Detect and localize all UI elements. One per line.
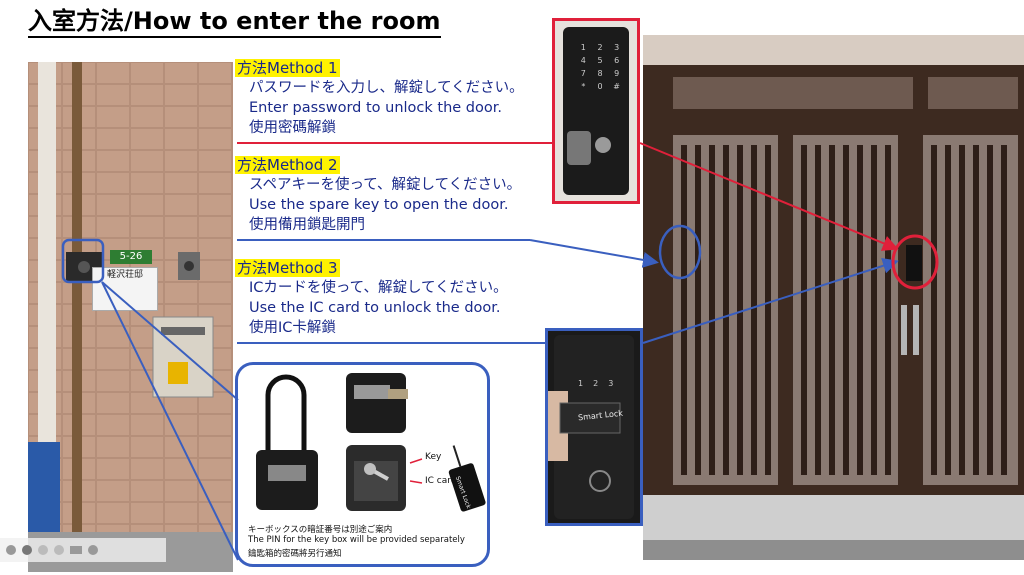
method-3-en: Use the IC card to unlock the door. xyxy=(249,300,501,316)
keybox-note-zh: 鑰匙箱的密碼將另行通知 xyxy=(248,549,342,559)
ic-card-inset: 123 Smart Lock xyxy=(545,328,643,526)
method-2-en: Use the spare key to open the door. xyxy=(249,197,509,213)
door-photo xyxy=(643,35,1024,560)
pen-icon[interactable] xyxy=(38,545,48,555)
spare-key-connector xyxy=(529,239,659,268)
keypad-digit: # xyxy=(613,82,620,91)
keybox-note-en: The PIN for the key box will be provided… xyxy=(248,535,465,545)
keypad-inset: 1 2 3 4 5 6 7 8 9 * 0 # xyxy=(552,18,640,204)
ic-card-label: IC card xyxy=(425,476,457,486)
zoom-icon[interactable] xyxy=(54,545,64,555)
keypad-digit: 7 xyxy=(580,69,586,78)
keybox-callout: Key IC card Smart Lock キーボックスの暗証番号は別途ご案内… xyxy=(235,362,490,567)
ic-digit: 3 xyxy=(608,379,624,388)
keypad-digits: 1 2 3 4 5 6 7 8 9 * 0 # xyxy=(575,43,625,91)
media-controls xyxy=(0,538,166,562)
method-3-zh: 使用IC卡解鎖 xyxy=(249,320,336,336)
keypad-digit: * xyxy=(581,82,586,91)
key-label: Key xyxy=(425,452,442,462)
nameplate-text: 軽沢荘邸 xyxy=(106,270,143,280)
wall-photo-drawing xyxy=(28,62,233,572)
method-1-ja: パスワードを入力し、解錠してください。 xyxy=(249,80,524,96)
screen-icon[interactable] xyxy=(70,546,82,554)
method-2-heading: 方法Method 2 xyxy=(235,156,340,174)
unit-number: 5-26 xyxy=(119,251,143,262)
ic-digit: 1 xyxy=(578,379,594,388)
keypad-drawing xyxy=(563,27,629,195)
keypad-digit: 8 xyxy=(597,69,603,78)
keypad-digit: 0 xyxy=(597,82,603,91)
wall-photo: 5-26 軽沢荘邸 xyxy=(28,62,233,572)
method-1-heading: 方法Method 1 xyxy=(235,59,340,77)
unit-number-sign: 5-26 xyxy=(110,250,152,264)
keypad-digit: 1 xyxy=(580,43,586,52)
keypad-digit: 4 xyxy=(580,56,586,65)
ic-reader-digits: 123 xyxy=(578,379,623,388)
page-title: 入室方法/How to enter the room xyxy=(28,6,441,38)
method-1-en: Enter password to unlock the door. xyxy=(249,100,502,116)
method-2-ja: スペアキーを使って、解錠してください。 xyxy=(249,177,522,193)
keybox-drawing xyxy=(256,373,486,512)
method-2-zh: 使用備用鎖匙開門 xyxy=(249,217,365,233)
ic-digit: 2 xyxy=(593,379,609,388)
keybox-note-ja: キーボックスの暗証番号は別途ご案内 xyxy=(248,525,393,535)
play-icon[interactable] xyxy=(22,545,32,555)
method-3: 方法Method 3 ICカードを使って、解錠してください。 Use the I… xyxy=(235,258,508,338)
more-icon[interactable] xyxy=(88,545,98,555)
method-1: 方法Method 1 パスワードを入力し、解錠してください。 Enter pas… xyxy=(235,58,524,138)
method-3-ja: ICカードを使って、解錠してください。 xyxy=(249,280,508,296)
prev-icon[interactable] xyxy=(6,545,16,555)
keypad-digit: 3 xyxy=(614,43,620,52)
keypad-digit: 9 xyxy=(614,69,620,78)
method-2: 方法Method 2 スペアキーを使って、解錠してください。 Use the s… xyxy=(235,155,521,235)
door-photo-drawing xyxy=(643,35,1024,560)
method-1-zh: 使用密碼解鎖 xyxy=(249,120,336,136)
keypad-digit: 5 xyxy=(597,56,603,65)
keypad-digit: 2 xyxy=(597,43,603,52)
method-3-heading: 方法Method 3 xyxy=(235,259,340,277)
ic-card-drawing xyxy=(548,335,634,519)
keypad-digit: 6 xyxy=(614,56,620,65)
nameplate-sign: 軽沢荘邸 xyxy=(92,267,158,311)
